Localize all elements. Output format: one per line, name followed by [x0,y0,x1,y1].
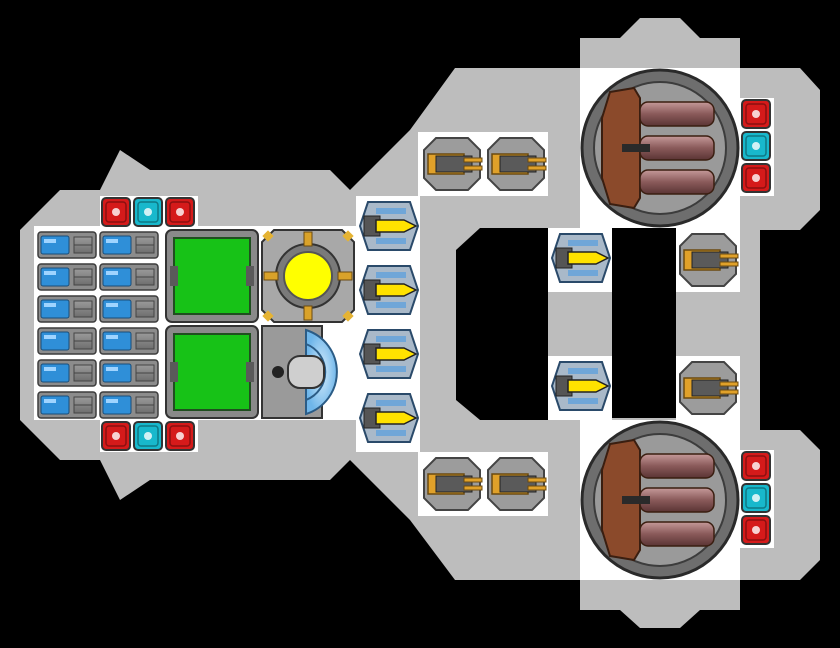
missile-icon[interactable] [358,329,420,379]
battery-icon[interactable] [99,327,159,355]
turret-icon[interactable] [679,233,739,287]
pad-icon[interactable] [133,197,163,227]
pad-icon[interactable] [741,483,771,513]
battery-icon[interactable] [37,231,97,259]
pad-icon[interactable] [165,197,195,227]
reactor-icon[interactable] [261,229,355,323]
battery-icon[interactable] [99,391,159,419]
battery-icon[interactable] [99,263,159,291]
battery-icon[interactable] [37,295,97,323]
turret-icon[interactable] [679,361,739,415]
pad-icon[interactable] [741,131,771,161]
pad-icon[interactable] [165,421,195,451]
missile-icon[interactable] [550,361,612,411]
turret-icon[interactable] [423,137,483,191]
battery-icon[interactable] [37,391,97,419]
shield-icon[interactable] [261,325,338,419]
pad-icon[interactable] [101,197,131,227]
pad-icon[interactable] [741,451,771,481]
pad-icon[interactable] [133,421,163,451]
battery-icon[interactable] [99,231,159,259]
cannon-icon[interactable] [580,68,740,228]
cargo-icon[interactable] [165,229,259,323]
battery-icon[interactable] [37,263,97,291]
battery-icon[interactable] [37,359,97,387]
turret-icon[interactable] [487,137,547,191]
missile-icon[interactable] [358,201,420,251]
missile-icon[interactable] [358,265,420,315]
cargo-icon[interactable] [165,325,259,419]
pad-icon[interactable] [741,99,771,129]
cannon-icon[interactable] [580,420,740,580]
turret-icon[interactable] [487,457,547,511]
turret-icon[interactable] [423,457,483,511]
pad-icon[interactable] [741,163,771,193]
modules-layer [37,68,771,580]
battery-icon[interactable] [99,295,159,323]
missile-icon[interactable] [358,393,420,443]
battery-icon[interactable] [37,327,97,355]
battery-icon[interactable] [99,359,159,387]
pad-icon[interactable] [101,421,131,451]
pad-icon[interactable] [741,515,771,545]
missile-icon[interactable] [550,233,612,283]
